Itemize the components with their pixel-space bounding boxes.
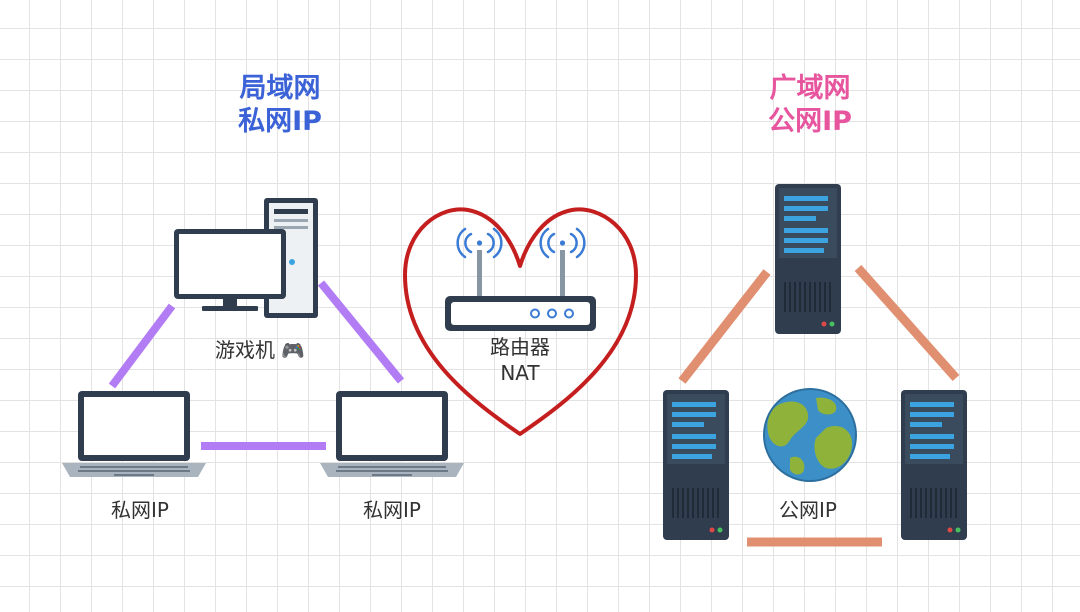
laptop-left-icon	[62, 391, 206, 477]
server-top-icon	[774, 183, 842, 335]
link-top-server-left-server	[678, 269, 771, 384]
lan-subtitle: 私网IP	[238, 106, 322, 137]
lan-heading: 局域网 私网IP	[180, 72, 380, 138]
globe-icon	[763, 388, 857, 482]
heart-outline	[403, 207, 638, 436]
gaming-console-label-group: 游戏机 🎮	[160, 337, 360, 364]
router-label: 路由器 NAT	[440, 334, 600, 386]
server-right-icon	[900, 389, 968, 541]
link-top-server-right-server	[854, 265, 960, 381]
router-label-name: 路由器	[490, 335, 550, 359]
router-label-nat: NAT	[500, 361, 540, 385]
wan-title: 广域网	[769, 73, 851, 104]
laptop-right-label: 私网IP	[363, 498, 421, 522]
link-console-laptop-left	[108, 303, 176, 389]
lan-links	[108, 280, 405, 450]
server-left-icon	[662, 389, 730, 541]
laptop-right-icon	[320, 391, 464, 477]
laptop-left-label: 私网IP	[111, 498, 169, 522]
wan-heading: 广域网 公网IP	[710, 72, 910, 138]
router-group	[403, 207, 638, 436]
gaming-console-label: 游戏机	[214, 338, 275, 362]
lan-title: 局域网	[239, 73, 321, 104]
public-ip-label: 公网IP	[779, 498, 837, 522]
link-console-laptop-right	[317, 280, 405, 384]
wan-subtitle: 公网IP	[768, 106, 852, 137]
wifi-router-icon	[445, 227, 596, 331]
game-controller-icon: 🎮	[281, 340, 306, 362]
gaming-console-icon	[174, 198, 318, 318]
wan-links	[678, 265, 960, 547]
